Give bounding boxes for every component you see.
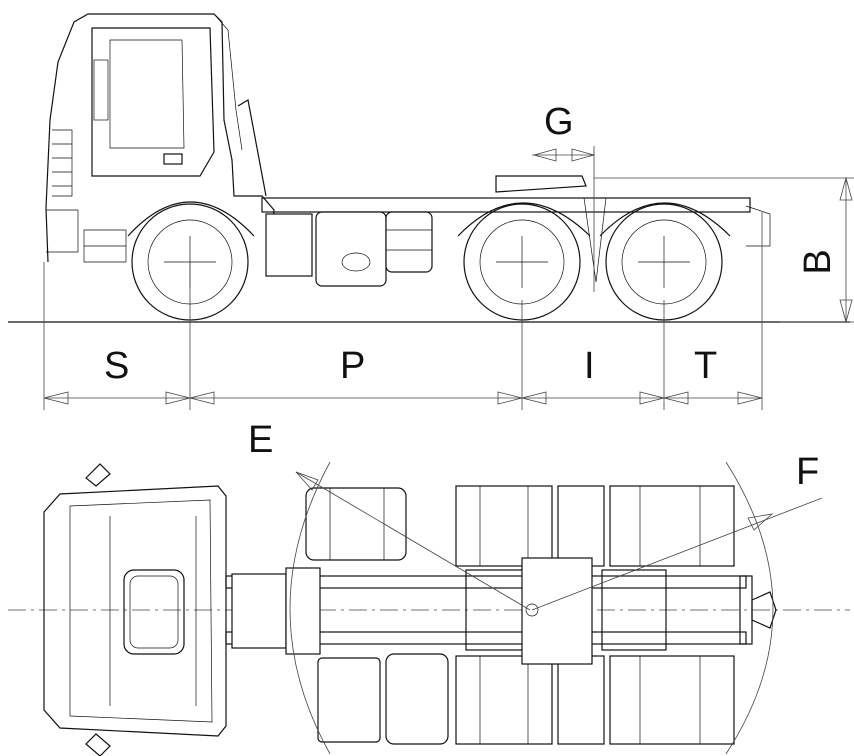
side-dimensions — [43, 146, 854, 410]
rear-tyre-2a-left — [557, 485, 605, 567]
exhaust-stack — [237, 99, 267, 197]
cab-outline — [45, 13, 275, 263]
rear-tyre-2-right — [609, 655, 735, 745]
front-grille — [52, 129, 73, 197]
cab-door — [91, 27, 215, 177]
rear-tow-hitch — [745, 205, 771, 247]
suspension-hanger — [583, 197, 607, 283]
chassis-frame — [261, 197, 751, 213]
rear-tyre-1-left — [455, 485, 553, 567]
rear-arch-1 — [457, 202, 591, 237]
battery-box — [265, 213, 313, 277]
cab-top — [43, 485, 227, 737]
side-view — [8, 13, 850, 323]
rail-right — [225, 631, 747, 645]
rear-arch-2 — [599, 202, 731, 237]
label-p: P — [340, 345, 365, 387]
fifth-wheel-top — [521, 557, 593, 665]
battery-top — [317, 657, 381, 743]
label-b: B — [797, 249, 839, 274]
label-t: T — [694, 345, 717, 387]
label-f: F — [796, 451, 819, 493]
top-view — [8, 461, 850, 756]
cab-window — [109, 39, 185, 149]
door-handle — [163, 153, 183, 165]
label-s: S — [104, 345, 129, 387]
engine-block — [231, 573, 287, 649]
rail-left — [225, 575, 747, 589]
roof-hatch — [123, 569, 185, 655]
fifth-wheel — [495, 175, 587, 193]
front-swing-arc — [289, 461, 331, 755]
mirror — [93, 59, 109, 121]
label-g: G — [544, 101, 574, 143]
rear-tyre-1-right — [455, 655, 553, 745]
rear-tyre-2-left — [609, 485, 735, 567]
air-tank-top — [385, 653, 449, 745]
label-i: I — [584, 345, 595, 387]
mirror-top-left — [85, 463, 111, 487]
dimension-labels: S P I T G E F B — [104, 101, 839, 493]
rear-tyre-2a-right — [557, 655, 605, 745]
rear-swing-arc — [725, 461, 774, 755]
axle-2 — [601, 569, 667, 651]
fuel-tank — [315, 211, 387, 287]
cab-roof-deflector — [213, 13, 243, 151]
label-e: E — [248, 419, 273, 461]
mirror-top-right — [85, 733, 111, 756]
bumper — [46, 209, 79, 253]
air-tank — [385, 211, 433, 273]
step — [83, 229, 127, 263]
front-wheel-arch — [127, 201, 255, 237]
fuel-tank-top — [305, 487, 407, 561]
